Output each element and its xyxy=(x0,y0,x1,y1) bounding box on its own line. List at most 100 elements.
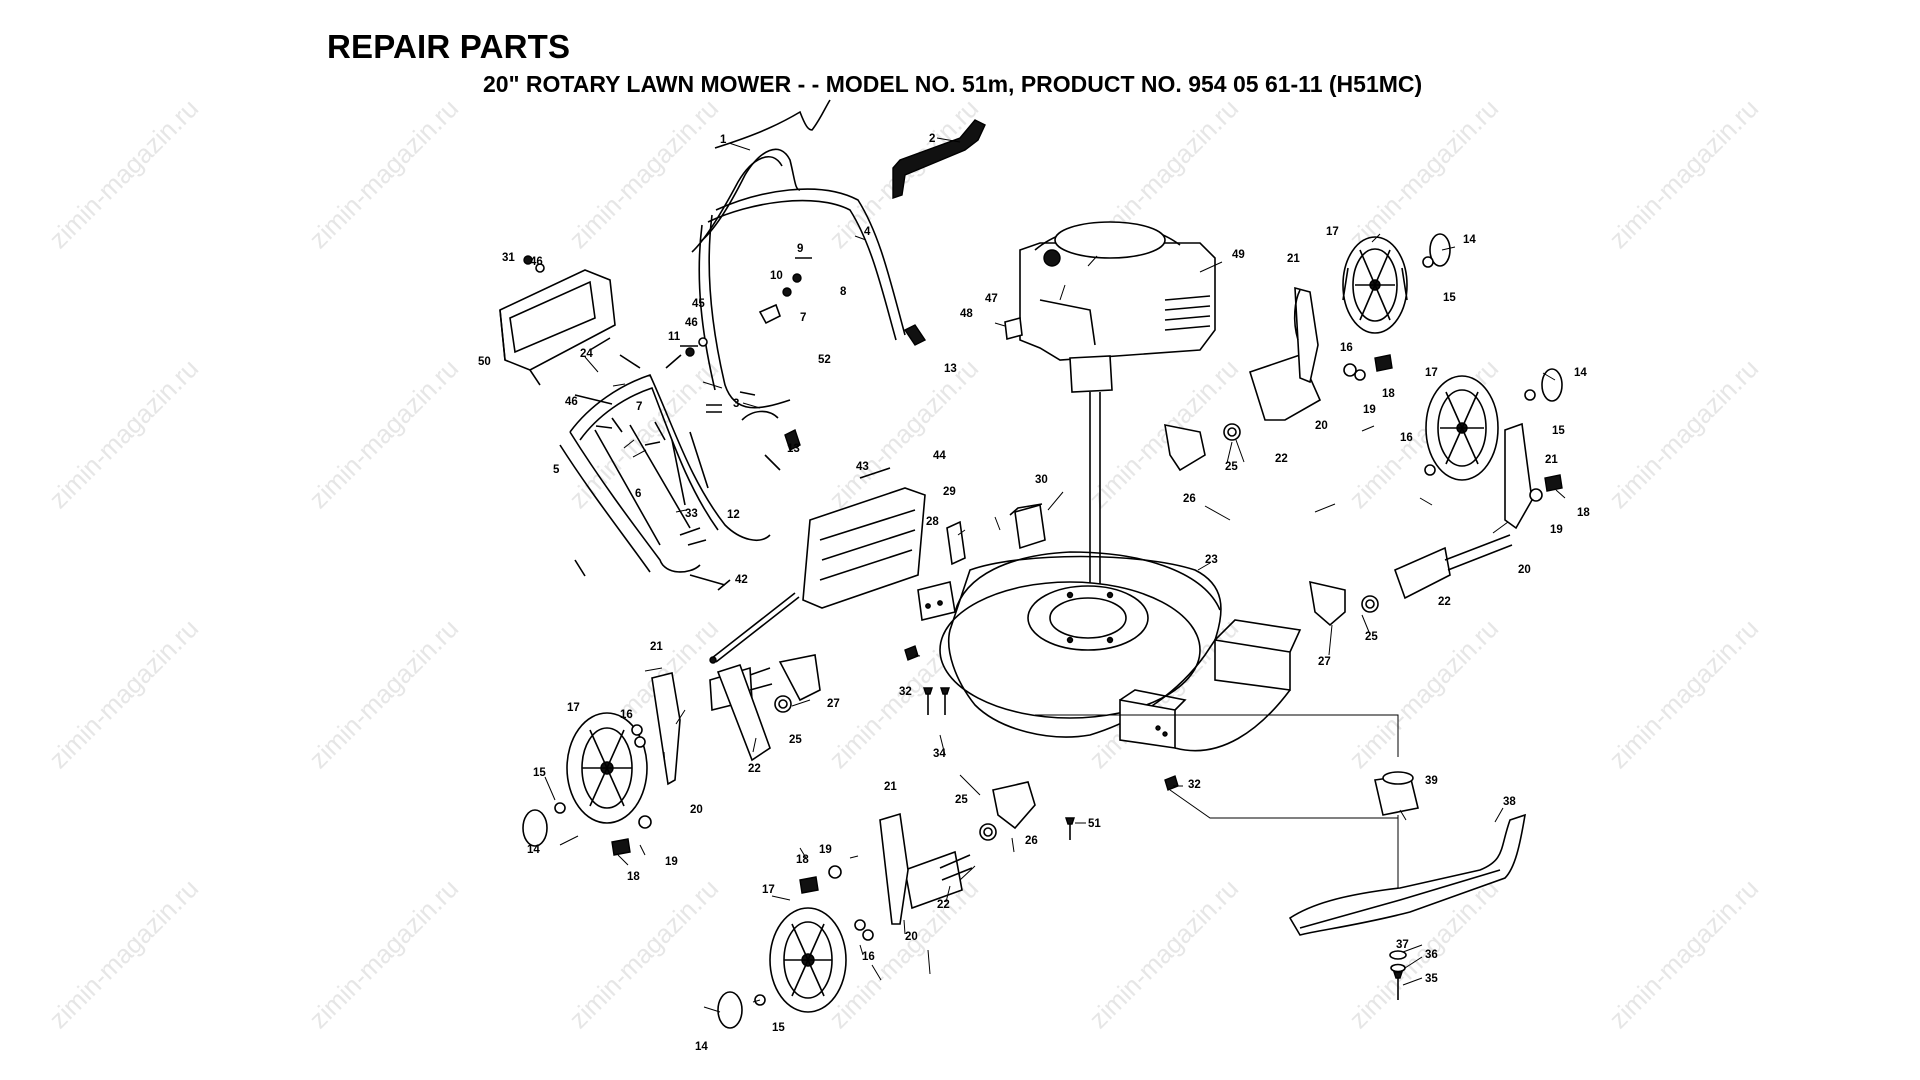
callout-46: 46 xyxy=(530,256,543,268)
callout-13b: 13 xyxy=(787,443,800,455)
callout-13: 13 xyxy=(944,363,957,375)
callout-17b: 17 xyxy=(1425,367,1438,379)
callout-19d: 19 xyxy=(819,844,832,856)
callout-23: 23 xyxy=(1205,554,1218,566)
callout-17: 17 xyxy=(1326,226,1339,238)
callout-25d: 25 xyxy=(955,794,968,806)
watermark-text: zimin-magazin.ru xyxy=(1343,93,1504,254)
callout-2: 2 xyxy=(929,133,935,145)
callout-44: 44 xyxy=(933,450,946,462)
callout-5: 5 xyxy=(553,464,560,476)
watermark-text: zimin-magazin.ru xyxy=(303,613,464,774)
callout-1: 1 xyxy=(720,134,727,146)
callout-25: 25 xyxy=(1225,461,1238,473)
watermark-text: zimin-magazin.ru xyxy=(563,873,724,1034)
grass-bag xyxy=(499,269,616,386)
blade-assembly xyxy=(1035,714,1527,1000)
callout-51: 51 xyxy=(1088,818,1101,830)
watermark-text: zimin-magazin.ru xyxy=(43,93,204,254)
deck-bolts xyxy=(904,645,1398,840)
callout-50: 50 xyxy=(478,356,491,368)
front-rod xyxy=(709,592,800,664)
callout-36: 36 xyxy=(1425,949,1438,961)
callout-38: 38 xyxy=(1503,796,1516,808)
callout-15b: 15 xyxy=(1552,425,1565,437)
engine xyxy=(1004,221,1216,590)
callout-45: 45 xyxy=(692,298,705,310)
callout-19b: 19 xyxy=(1550,524,1563,536)
callout-12: 12 xyxy=(727,509,740,521)
callout-14d: 14 xyxy=(695,1041,708,1053)
leader-lines xyxy=(544,137,1566,1013)
callout-10: 10 xyxy=(770,270,783,282)
callout-26b: 26 xyxy=(1025,835,1038,847)
handle-grip xyxy=(892,119,986,199)
callout-37: 37 xyxy=(1396,939,1409,951)
callout-27b: 27 xyxy=(827,698,840,710)
callout-30: 30 xyxy=(1035,474,1048,486)
callout-19c: 19 xyxy=(665,856,678,868)
callout-25c: 25 xyxy=(789,734,802,746)
callout-21d: 21 xyxy=(884,781,897,793)
watermark-text: zimin-magazin.ru xyxy=(303,93,464,254)
callout-17d: 17 xyxy=(762,884,775,896)
callout-48: 48 xyxy=(960,308,973,320)
watermark-text: zimin-magazin.ru xyxy=(43,353,204,514)
callout-39: 39 xyxy=(1425,775,1438,787)
callout-32b: 32 xyxy=(1188,779,1201,791)
callout-25b: 25 xyxy=(1365,631,1378,643)
watermark-text: zimin-magazin.ru xyxy=(43,613,204,774)
callout-labels: 1 2 3 4 5 6 7 7 8 9 10 11 12 13 13 14 14… xyxy=(478,133,1590,1053)
callout-16: 16 xyxy=(1340,342,1353,354)
callout-14c: 14 xyxy=(527,844,540,856)
page-title: REPAIR PARTS xyxy=(327,28,571,65)
front-wheel-left xyxy=(566,672,681,824)
callout-46b: 46 xyxy=(685,317,698,329)
callout-52: 52 xyxy=(818,354,831,366)
axles xyxy=(709,354,1513,910)
callout-20c: 20 xyxy=(690,804,703,816)
callout-22b: 22 xyxy=(1438,596,1451,608)
callout-27: 27 xyxy=(1318,656,1331,668)
callout-11: 11 xyxy=(668,331,681,343)
callout-14b: 14 xyxy=(1574,367,1587,379)
callout-16c: 16 xyxy=(620,709,633,721)
callout-43: 43 xyxy=(856,461,869,473)
fasteners-handle xyxy=(523,255,927,591)
callout-31: 31 xyxy=(502,252,515,264)
callout-21: 21 xyxy=(1287,253,1300,265)
callout-29: 29 xyxy=(943,486,956,498)
watermark-text: zimin-magazin.ru xyxy=(303,353,464,514)
callout-4: 4 xyxy=(864,226,871,238)
callout-47: 47 xyxy=(985,293,998,305)
callout-6: 6 xyxy=(635,488,641,500)
callout-17c: 17 xyxy=(567,702,580,714)
callout-42: 42 xyxy=(735,574,748,586)
watermark-text: zimin-magazin.ru xyxy=(563,93,724,254)
front-wheel-lower xyxy=(769,812,909,1013)
watermark-text: zimin-magazin.ru xyxy=(1603,873,1764,1034)
rear-wheel-upper xyxy=(1293,236,1408,384)
watermark-text: zimin-magazin.ru xyxy=(1603,613,1764,774)
callout-18b: 18 xyxy=(1577,507,1590,519)
callout-24: 24 xyxy=(580,348,593,360)
page-subtitle: 20" ROTARY LAWN MOWER - - MODEL NO. 51m,… xyxy=(483,71,1423,97)
callout-21c: 21 xyxy=(650,641,663,653)
callout-15c: 15 xyxy=(533,767,546,779)
side-discharge-chute xyxy=(802,467,926,609)
callout-22: 22 xyxy=(1275,453,1288,465)
callout-3: 3 xyxy=(733,398,739,410)
callout-49: 49 xyxy=(1232,249,1245,261)
callout-22c: 22 xyxy=(748,763,761,775)
callout-18d: 18 xyxy=(796,854,809,866)
callout-9: 9 xyxy=(797,243,803,255)
watermark-text: zimin-magazin.ru xyxy=(303,873,464,1034)
callout-35: 35 xyxy=(1425,973,1438,985)
callout-32: 32 xyxy=(899,686,912,698)
height-adjusters xyxy=(774,423,1379,841)
wheel-fasteners xyxy=(554,256,1563,1006)
callout-14: 14 xyxy=(1463,234,1476,246)
callout-15: 15 xyxy=(1443,292,1456,304)
callout-16b: 16 xyxy=(1400,432,1413,444)
